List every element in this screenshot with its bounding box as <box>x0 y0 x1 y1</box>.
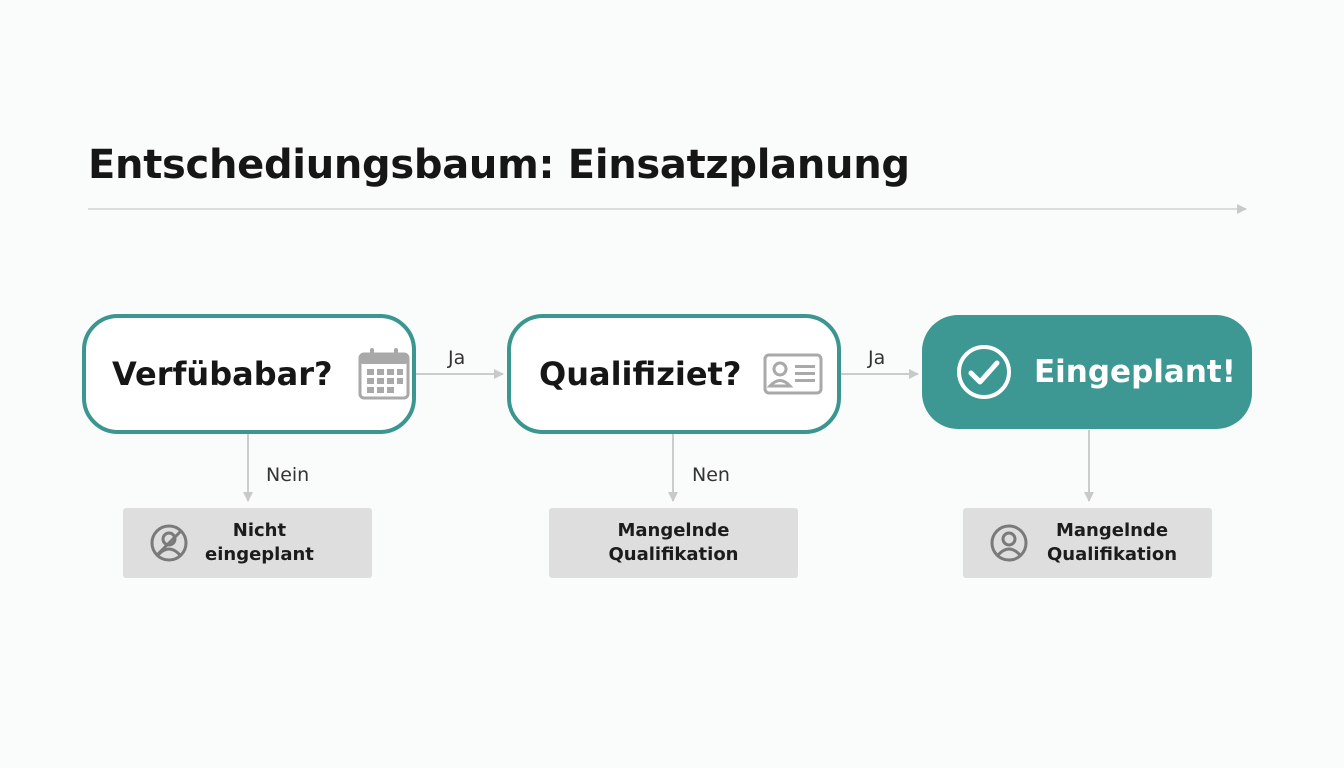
person-crossed-icon <box>149 523 189 563</box>
calendar-icon <box>357 347 411 401</box>
result-lacking-qualification-1-line1: Mangelnde <box>617 520 730 541</box>
result-lacking-qualification-2: Mangelnde Qualifikation <box>963 508 1212 578</box>
result-lacking-qualification-1: Mangelnde Qualifikation <box>549 508 798 578</box>
result-not-scheduled: Nicht eingeplant <box>123 508 372 578</box>
outcome-scheduled: Eingeplant! <box>922 315 1252 429</box>
result-not-scheduled-line2: eingeplant <box>205 544 314 565</box>
edge-yes-1-label: Ja <box>448 347 466 369</box>
decision-available: Verfübabar? <box>82 314 416 434</box>
result-not-scheduled-line1: Nicht <box>232 520 287 541</box>
check-circle-icon <box>956 344 1012 400</box>
edge-no-1-label: Nein <box>266 464 310 486</box>
result-lacking-qualification-2-line2: Qualifikation <box>1047 544 1178 565</box>
decision-qualified: Qualifiziet? <box>507 314 841 434</box>
id-card-icon <box>763 353 823 395</box>
result-lacking-qualification-2-line1: Mangelnde <box>1055 520 1169 541</box>
edge-yes-2-label: Ja <box>868 347 886 369</box>
page-title: Entschediungsbaum: Einsatzplanung <box>88 142 910 188</box>
edge-no-2-label: Nen <box>692 464 730 486</box>
outcome-scheduled-label: Eingeplant! <box>1034 354 1236 390</box>
decision-qualified-label: Qualifiziet? <box>539 355 742 393</box>
person-icon <box>989 523 1029 563</box>
decision-available-label: Verfübabar? <box>112 355 333 393</box>
result-lacking-qualification-1-line2: Qualifikation <box>608 544 739 565</box>
